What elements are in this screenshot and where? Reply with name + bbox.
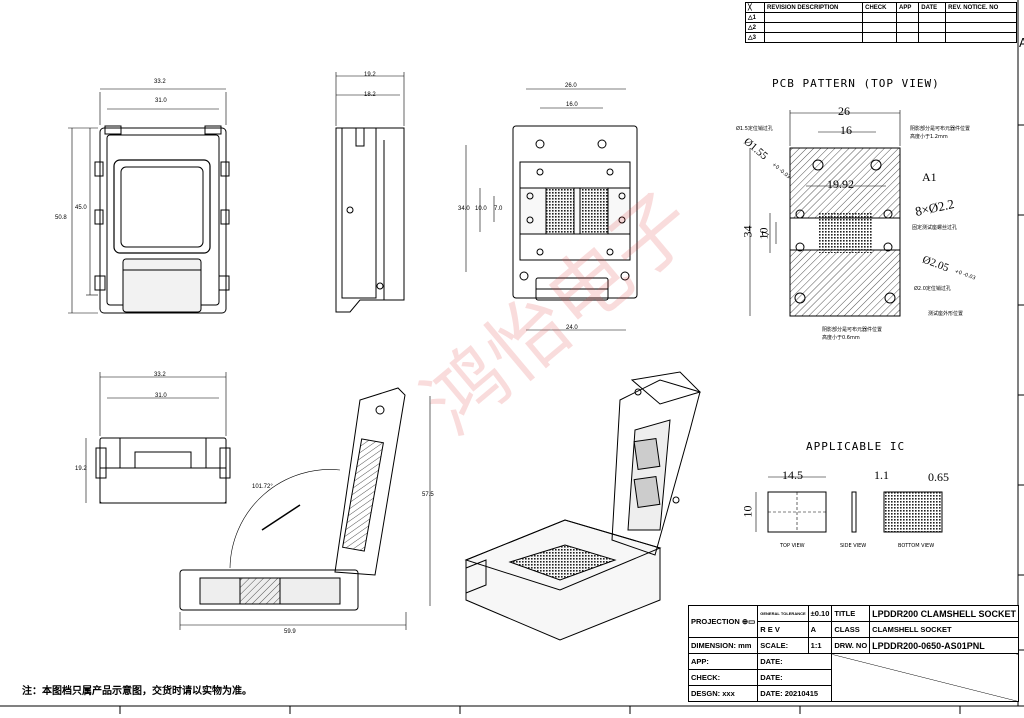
rev-header-notice: REV. NOTICE. NO xyxy=(945,2,1017,13)
open-dim-angle: 101.72° xyxy=(252,484,273,490)
rev-corner: ╳ xyxy=(745,2,765,13)
top-dim-6: 24.0 xyxy=(566,325,578,331)
front-dim-2: 31.0 xyxy=(155,98,167,104)
revision-table: ╳ REVISION DESCRIPTION CHECK APP DATE RE… xyxy=(745,2,1017,43)
rev-header-app: APP xyxy=(895,2,920,13)
top-dim-4: 10.0 xyxy=(475,206,487,212)
end-view xyxy=(85,372,231,504)
pcb-dim-mid: 19.92 xyxy=(827,177,854,191)
end-dim-2: 31.0 xyxy=(155,393,167,399)
desgn-value: xxx xyxy=(722,689,735,698)
side-dim-1: 19.2 xyxy=(364,72,376,78)
pcb-note-shaded-bot-2: 高度小于0.6mm xyxy=(822,335,860,341)
pcb-dim-7: 7 xyxy=(761,231,772,236)
scale-label: SCALE: xyxy=(757,637,809,654)
desgn-date-value: 20210415 xyxy=(784,689,819,698)
pcb-note-shaded-top-2: 高度小于1.2mm xyxy=(910,134,948,140)
app-date-label: DATE: xyxy=(757,653,833,670)
isometric-view xyxy=(464,371,701,641)
title-label: TITLE xyxy=(831,605,871,622)
projection-symbol-icon: ⊕▭ xyxy=(741,617,756,626)
rev-header-description: REVISION DESCRIPTION xyxy=(763,2,864,13)
pcb-note-fix: 固定测试座螺丝过孔 xyxy=(912,225,958,231)
projection-label: PROJECTION xyxy=(691,617,740,626)
pcb-note-outline: 测试座外形位置 xyxy=(928,311,964,317)
ic-side-view-label: SIDE VIEW xyxy=(840,543,867,549)
front-dim-1: 33.2 xyxy=(154,79,166,85)
pcb-note-pin: Ø1.5定位销过孔 xyxy=(736,126,773,132)
ic-dim-thick: 1.1 xyxy=(874,468,889,482)
desgn-date-cell: DATE: 20210415 xyxy=(757,685,833,702)
ic-top-view-label: TOP VIEW xyxy=(780,543,805,549)
rev-header-check: CHECK xyxy=(862,2,897,13)
zone-letter: A xyxy=(1019,36,1024,50)
front-dim-3: 45.0 xyxy=(75,205,87,211)
front-view xyxy=(68,88,230,314)
projection-cell: PROJECTION ⊕▭ xyxy=(687,605,759,638)
top-dim-2: 16.0 xyxy=(566,102,578,108)
ic-dim-height: 10 xyxy=(740,505,755,518)
open-view xyxy=(179,387,431,630)
tolerance-label: GENERAL TOLERANCE xyxy=(757,605,809,622)
pcb-dim-inner: 16 xyxy=(840,123,852,137)
pcb-pattern-title: PCB PATTERN (TOP VIEW) xyxy=(772,77,940,90)
side-dim-2: 18.2 xyxy=(364,92,376,98)
class-label: CLASS xyxy=(831,621,871,638)
pcb-label-a1: A1 xyxy=(922,170,937,184)
drw-label: DRW. NO xyxy=(831,637,871,654)
side-view xyxy=(335,72,405,313)
open-dim-length: 59.9 xyxy=(284,629,296,635)
title-block: PROJECTION ⊕▭ GENERAL TOLERANCE ±0.10 TI… xyxy=(687,605,1020,702)
desgn-cell: DESGN: xxx xyxy=(687,685,759,702)
front-dim-4: 50.8 xyxy=(55,215,67,221)
title-value: LPDDR200 CLAMSHELL SOCKET xyxy=(869,605,1020,622)
dimension-value: mm xyxy=(738,641,752,650)
rev-row-number: △3 xyxy=(745,32,765,43)
disclaimer-note: 注：本图档只属产品示意图，交货时请以实物为准。 xyxy=(22,686,252,697)
dimension-cell: DIMENSION: mm xyxy=(687,637,759,654)
rev-row-number: △1 xyxy=(745,12,765,23)
check-date-label: DATE: xyxy=(757,669,833,686)
top-dim-5: 7.0 xyxy=(494,206,503,212)
top-view xyxy=(465,88,638,331)
pcb-note-loc: Ø2.0定位销过孔 xyxy=(914,286,951,292)
scale-value: 1:1 xyxy=(807,637,833,654)
check-label: CHECK: xyxy=(687,669,759,686)
drw-value: LPDDR200-0650-AS01PNL xyxy=(869,637,1020,654)
pcb-dim-width: 26 xyxy=(838,104,850,118)
ic-dim-width: 14.5 xyxy=(782,468,803,482)
tolerance-value: ±0.10 xyxy=(807,605,833,622)
rev-row-number: △2 xyxy=(745,22,765,33)
ic-bottom-view-label: BOTTOM VIEW xyxy=(898,543,935,549)
top-dim-1: 26.0 xyxy=(565,83,577,89)
app-label: APP: xyxy=(687,653,759,670)
pcb-note-shaded-top-1: 阴影部分是可布元器件位置 xyxy=(910,126,971,132)
top-dim-3: 34.0 xyxy=(458,206,470,212)
end-dim-1: 33.2 xyxy=(154,372,166,378)
class-value: CLAMSHELL SOCKET xyxy=(869,621,1020,638)
applicable-ic xyxy=(755,476,943,533)
pcb-pattern xyxy=(749,110,901,317)
pcb-dim-height: 34 xyxy=(740,225,755,238)
pcb-note-shaded-bot-1: 阴影部分是可布元器件位置 xyxy=(822,327,883,333)
rev-value: A xyxy=(807,621,833,638)
end-dim-3: 19.2 xyxy=(75,466,87,472)
ic-dim-pitch: 0.65 xyxy=(928,470,949,484)
rev-label: R E V xyxy=(757,621,809,638)
ic-title: APPLICABLE IC xyxy=(806,440,906,453)
open-dim-height: 57.5 xyxy=(422,492,434,498)
rev-header-date: DATE xyxy=(918,2,947,13)
